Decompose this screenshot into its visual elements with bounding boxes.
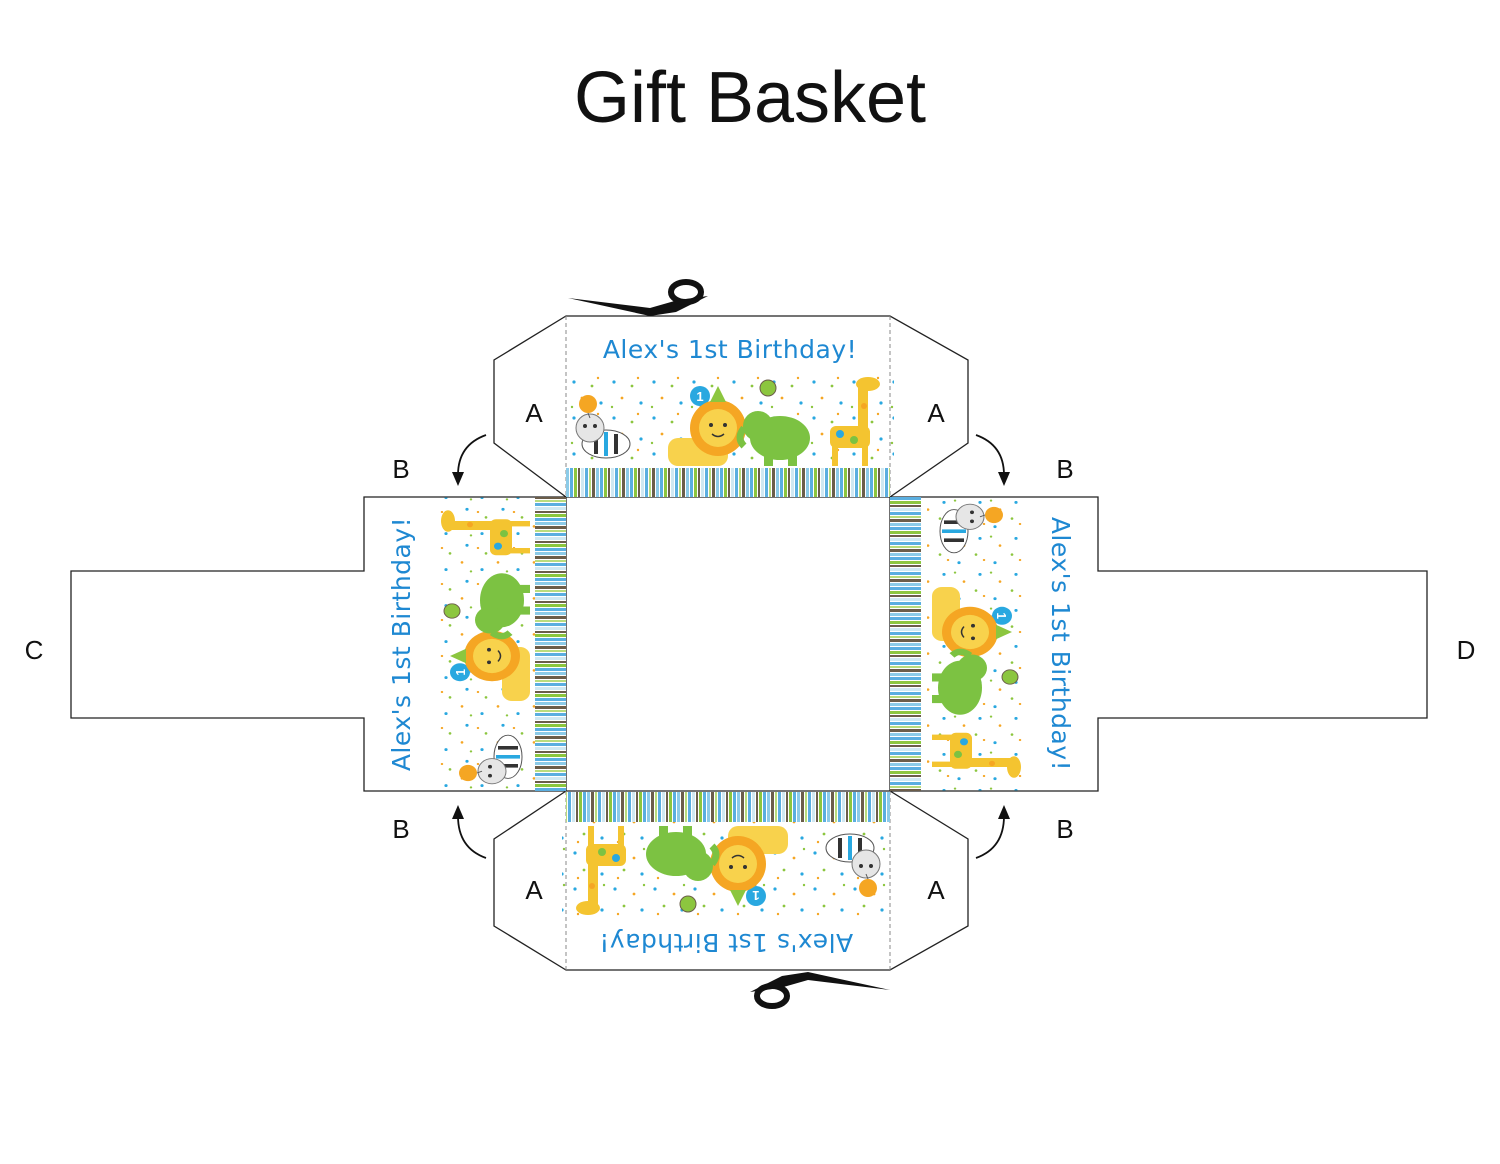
scissors-icon [750,972,890,1006]
bottom-panel-banner: Alex's 1st Birthday! [599,928,853,957]
top-panel: Alex's 1st Birthday! [566,335,894,497]
right-panel-banner: Alex's 1st Birthday! [1046,517,1075,771]
page-title: Gift Basket [573,58,927,138]
label-b-bottom-left: B [392,814,409,844]
right-panel: Alex's 1st Birthday! [890,497,1075,791]
fold-arrows [452,434,1010,859]
curved-arrow-icon [452,434,487,486]
bottom-panel: Alex's 1st Birthday! [562,792,890,957]
label-a-top-right: A [927,398,945,428]
curved-arrow-icon [452,805,487,859]
bottom-stripe-band [566,792,890,822]
left-panel-banner: Alex's 1st Birthday! [387,517,416,771]
label-a-bottom-right: A [927,875,945,905]
top-stripe-band [566,468,890,497]
label-c-tab: C [25,635,44,665]
label-b-top-right: B [1056,454,1073,484]
left-panel: Alex's 1st Birthday! [387,497,566,791]
label-d-tab: D [1457,635,1476,665]
curved-arrow-icon [975,434,1010,486]
top-panel-banner: Alex's 1st Birthday! [603,335,857,364]
right-stripe-band [890,497,921,791]
fold-labels: A A A A B B B B C D [25,398,1476,905]
curved-arrow-icon [975,805,1010,859]
label-a-bottom-left: A [525,875,543,905]
left-stripe-band [535,497,566,791]
label-b-bottom-right: B [1056,814,1073,844]
label-a-top-left: A [525,398,543,428]
label-b-top-left: B [392,454,409,484]
scissors-icon [568,282,708,316]
